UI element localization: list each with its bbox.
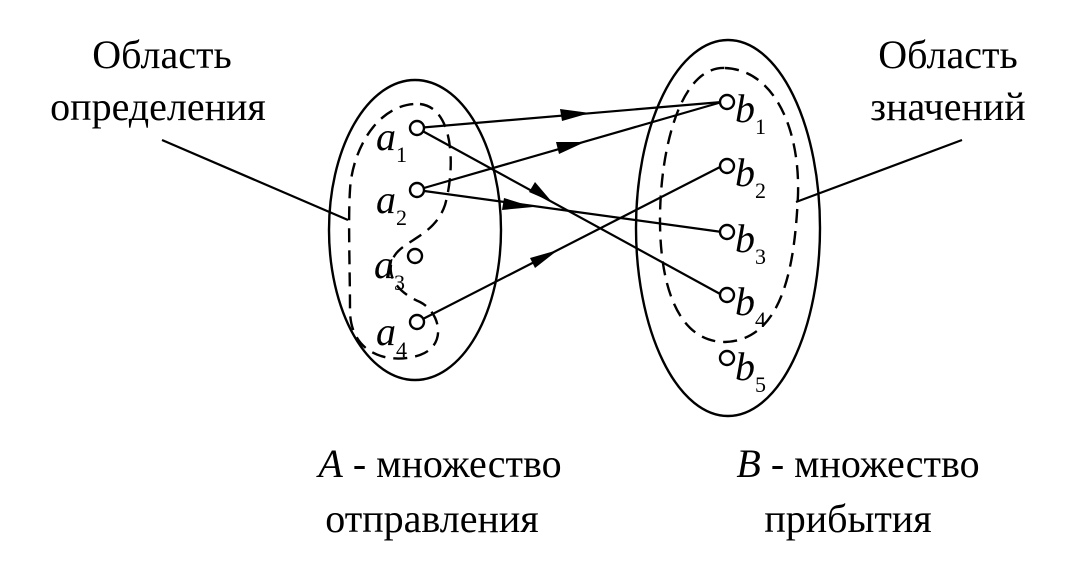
- point-a2: [408, 181, 426, 199]
- range-dashed-region: [658, 66, 800, 344]
- set-a-ellipse: [327, 78, 503, 382]
- point-b1: [718, 93, 736, 111]
- label-b3: b3: [735, 216, 766, 269]
- label-a1: a1: [376, 114, 407, 167]
- set-a-caption-line2: отправления: [325, 496, 538, 541]
- label-a4: a4: [376, 309, 407, 362]
- point-a4: [408, 313, 426, 331]
- mapping-arrow-a1-b1: [416, 100, 723, 130]
- point-a3: [406, 247, 424, 265]
- set-a-caption-line1: A - множество: [315, 441, 561, 486]
- point-b3: [718, 223, 736, 241]
- domain-caption-line2: определения: [50, 84, 266, 129]
- range-pointer-line: [795, 138, 963, 204]
- range-caption-line2: значений: [870, 84, 1025, 129]
- mapping-arrow-a4-b2: [416, 165, 723, 323]
- domain-pointer-line: [161, 138, 349, 222]
- mapping-arrow-a2-b1: [416, 100, 723, 192]
- point-b5: [718, 349, 736, 367]
- set-b-caption-line1: B - множество: [736, 441, 979, 486]
- point-b4: [718, 286, 736, 304]
- domain-dashed-region: [347, 102, 452, 360]
- label-b4: b4: [735, 279, 766, 332]
- label-b1: b1: [735, 86, 766, 139]
- set-b-ellipse: [634, 38, 822, 418]
- set-b-caption-line2: прибытия: [764, 496, 931, 541]
- point-b2: [718, 157, 736, 175]
- label-b5: b5: [735, 344, 766, 397]
- mapping-arrow-a2-b3: [416, 188, 723, 234]
- label-b2: b2: [735, 150, 766, 203]
- label-a2: a2: [376, 177, 407, 230]
- label-a3: a3: [374, 242, 405, 295]
- domain-caption-line1: Область: [92, 32, 231, 77]
- range-caption-line1: Область: [878, 32, 1017, 77]
- point-a1: [408, 119, 426, 137]
